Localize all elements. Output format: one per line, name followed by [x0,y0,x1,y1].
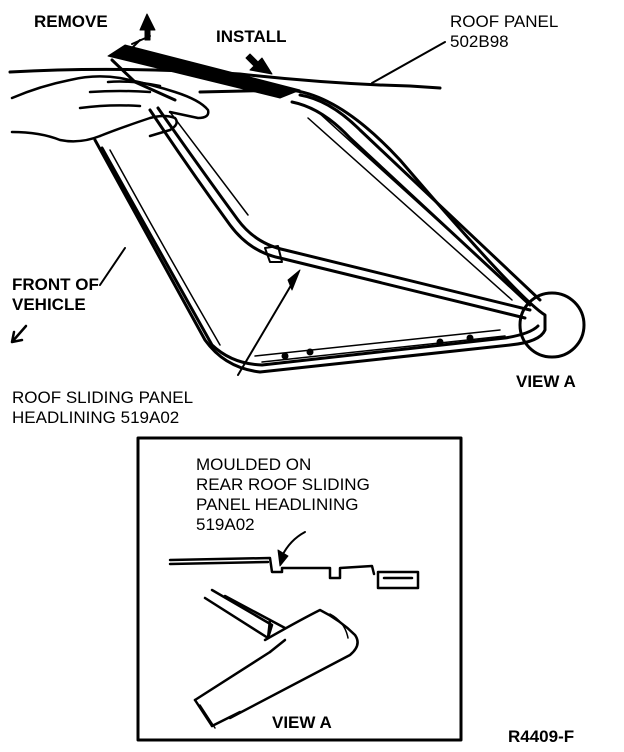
figure-code: R4409-F [508,727,575,746]
detail-note-line-4: 519A02 [196,515,255,534]
hand-illustration [10,75,210,143]
headlining-number: HEADLINING 519A02 [12,408,180,427]
roof-panel-name: ROOF PANEL [450,12,559,31]
remove-arrow-icon [139,13,156,41]
front-arrow-icon [10,324,28,344]
roof-panel-edge [8,67,442,90]
view-a-callout-label: VIEW A [516,372,576,391]
detail-caption: VIEW A [272,713,332,732]
headlining-label: ROOF SLIDING PANEL HEADLINING 519A02 [12,388,193,428]
front-of-label: FRONT OF [12,275,99,294]
headlining-frame [93,88,547,374]
roof-panel-number: 502B98 [450,32,509,51]
vehicle-label: VEHICLE [12,295,86,314]
roof-panel-leader [371,41,446,84]
headlining-name: ROOF SLIDING PANEL [12,388,194,407]
view-a-detail-box [136,436,463,742]
detail-note-line-1: MOULDED ON [196,455,312,474]
front-leader [99,247,126,286]
detail-section-view [193,588,359,729]
detail-note: MOULDED ON REAR ROOF SLIDING PANEL HEADL… [196,455,370,535]
remove-label: REMOVE [34,12,108,31]
front-of-vehicle-label: FRONT OF VEHICLE [12,275,99,315]
install-arrow-icon [245,53,273,75]
detail-note-line-3: PANEL HEADLINING [196,495,359,514]
detail-note-line-2: REAR ROOF SLIDING [196,475,370,494]
sliding-panel-glass [107,35,301,102]
detail-profile [168,556,420,590]
view-a-callout-circle [518,291,586,359]
roof-panel-label: ROOF PANEL 502B98 [450,12,558,52]
headlining-leader [237,281,294,376]
detail-leader-arrow-icon [277,549,289,567]
install-label: INSTALL [216,27,287,46]
detail-leader [281,531,306,557]
headlining-leader-arrow-icon [287,269,301,291]
